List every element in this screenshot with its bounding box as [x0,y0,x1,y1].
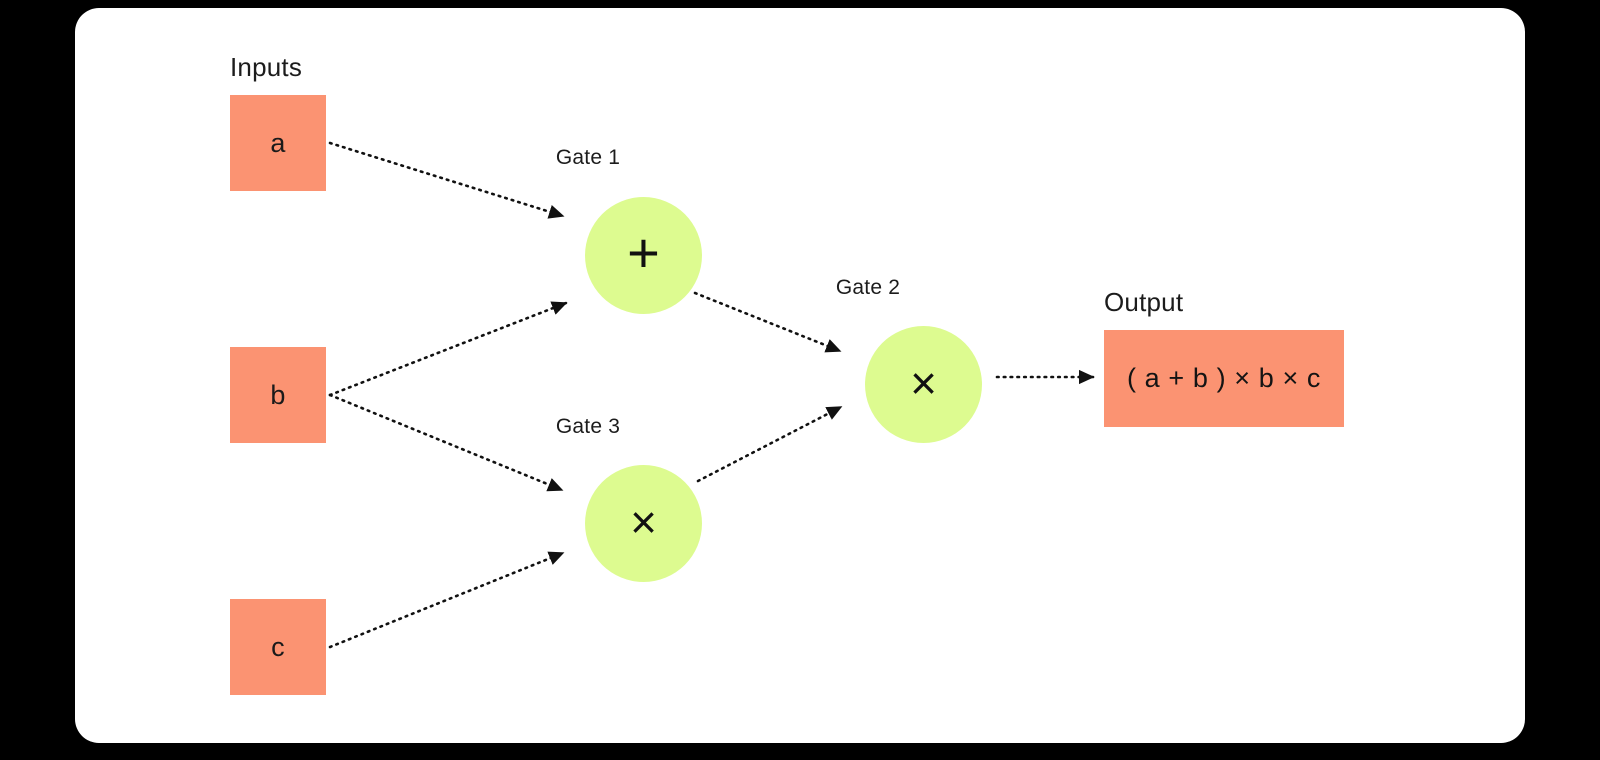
times-icon: × [910,357,937,409]
edge-gate1-to-gate2 [693,291,842,353]
output-section-label: Output [1104,287,1184,317]
inputs-section-label: Inputs [230,52,303,82]
times-icon: × [630,496,657,548]
input-node-b-label: b [270,379,286,410]
gate2-node[interactable]: × [865,326,982,443]
input-node-b[interactable]: b [230,347,326,443]
plus-icon: + [627,220,660,284]
input-node-c-label: c [271,631,285,662]
edge-b-to-gate3 [328,393,564,492]
output-expression: ( a + b ) × b × c [1126,363,1322,393]
edge-b-to-gate1 [328,301,568,397]
edge-gate3-to-gate2 [696,405,843,483]
diagram-canvas: Inputs a b c Gate 1 + Gate 3 × Gate 2 × … [75,8,1525,743]
gate2-label: Gate 2 [835,276,901,299]
input-node-c[interactable]: c [230,599,326,695]
gate3-node[interactable]: × [585,465,702,582]
gate3-label: Gate 3 [555,415,621,438]
input-node-a-label: a [270,127,286,158]
output-node[interactable]: ( a + b ) × b × c [1104,330,1344,427]
input-node-a[interactable]: a [230,95,326,191]
edge-c-to-gate3 [328,551,565,649]
gate1-node[interactable]: + [585,197,702,314]
gate1-label: Gate 1 [555,146,621,169]
